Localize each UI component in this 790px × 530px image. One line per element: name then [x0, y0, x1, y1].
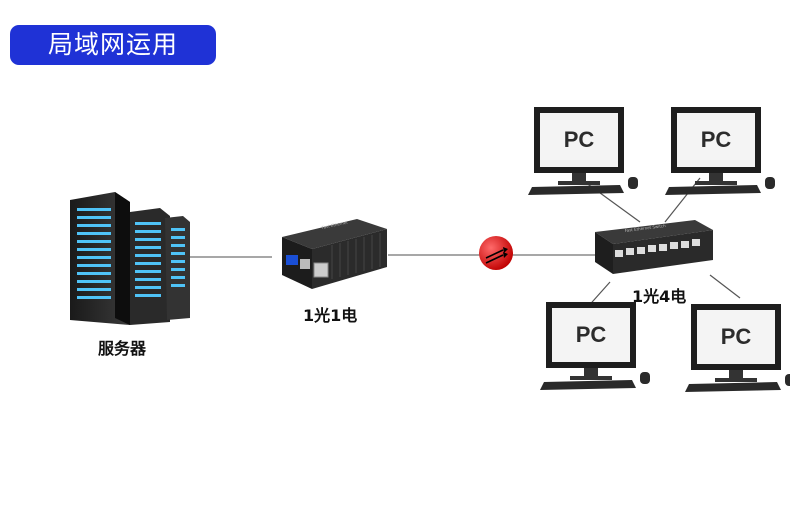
- media-converter-icon: Fast Ethernet: [282, 219, 387, 289]
- pc-screen-label: PC: [564, 127, 595, 152]
- pc-monitor-icon: PC: [665, 107, 775, 195]
- svg-text:Fast Ethernet: Fast Ethernet: [321, 219, 348, 229]
- pc-monitor-icon: PC: [685, 304, 790, 392]
- network-switch-icon: Fast Ethernet Switch: [595, 220, 713, 274]
- converter-label: 1光1电: [303, 306, 358, 325]
- page-title: 局域网运用: [10, 25, 216, 65]
- server-rack-icon: [70, 192, 190, 325]
- link-switch-pc-top-right: [664, 177, 701, 223]
- optical-signal-icon: [479, 236, 513, 270]
- pc-monitor-icon: PC: [528, 107, 638, 195]
- server-label: 服务器: [98, 339, 147, 358]
- pc-screen-label: PC: [721, 324, 752, 349]
- switch-label: 1光4电: [632, 287, 687, 306]
- svg-text:Fast Ethernet Switch: Fast Ethernet Switch: [625, 223, 667, 233]
- link-switch-pc-bottom-right: [709, 274, 741, 299]
- pc-screen-label: PC: [701, 127, 732, 152]
- pc-monitor-icon: PC: [540, 302, 650, 390]
- pc-screen-label: PC: [576, 322, 607, 347]
